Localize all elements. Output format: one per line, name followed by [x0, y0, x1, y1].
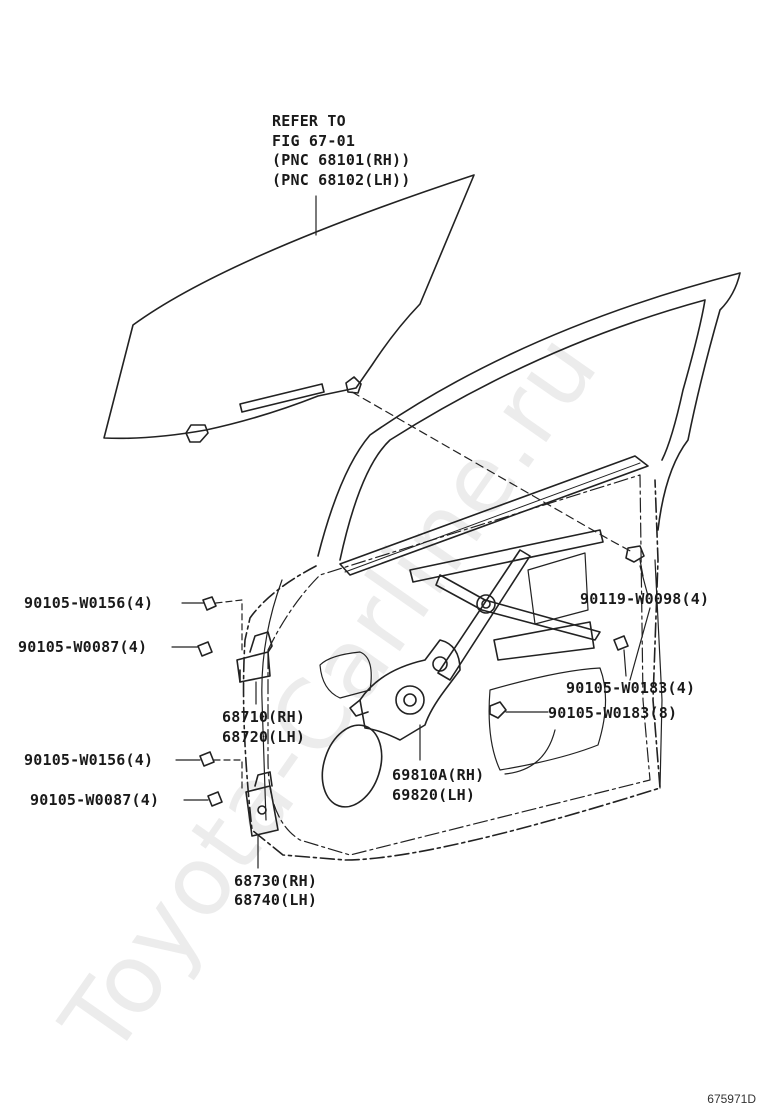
part-label-hinge-lower-rh: 68730(RH) — [234, 872, 318, 890]
upper-hinge — [236, 651, 271, 683]
regulator-rail-bottom — [493, 621, 595, 661]
refer-text-line3: (PNC 68101(RH)) — [272, 151, 411, 169]
part-label-regulator-lh: 69820(LH) — [392, 786, 476, 804]
regulator-arm-1 — [435, 574, 601, 641]
bolt-f-leader — [623, 649, 627, 677]
door-rear-edge — [654, 559, 663, 789]
door-glass — [103, 174, 475, 440]
lower-hinge — [245, 785, 279, 837]
bolt-g-part — [489, 701, 507, 719]
access-hole-upper — [319, 651, 372, 699]
refer-text-line1: REFER TO — [272, 112, 346, 130]
lower-bolt-c-part — [199, 751, 215, 767]
lower-bolt-d-part — [207, 791, 223, 807]
door-sash-outer — [317, 272, 741, 557]
motor-gear — [395, 685, 425, 715]
door-shell-outline — [242, 479, 661, 861]
part-label-hinge-lower-lh: 68740(LH) — [234, 891, 318, 909]
part-label-bolt-g: 90105-W0183(8) — [548, 704, 678, 722]
part-label-bolt-f: 90105-W0183(4) — [566, 679, 696, 697]
glass-channel — [239, 383, 325, 413]
door-sash-inner — [339, 299, 706, 561]
door-belt-line — [344, 462, 641, 573]
glass-clip-right — [345, 376, 362, 394]
regulator-pivot — [476, 594, 496, 614]
regulator-arm-2 — [437, 549, 531, 681]
part-label-bolt-e: 90119-W0098(4) — [580, 590, 710, 608]
part-label-regulator-rh: 69810A(RH) — [392, 766, 485, 784]
glass-clip-left — [185, 424, 209, 443]
part-label-bolt-b: 90105-W0087(4) — [18, 638, 148, 656]
door-hinge-edge — [261, 579, 283, 821]
regulator-rail-top — [409, 529, 604, 583]
bolt-e-part — [625, 545, 645, 563]
access-hole-top-right — [527, 552, 589, 625]
regulator-motor — [359, 639, 461, 741]
figure-number: 675971D — [707, 1092, 756, 1106]
part-label-bolt-a: 90105-W0156(4) — [24, 594, 154, 612]
glass-to-regulator-leader — [351, 391, 635, 554]
upper-bolt-b-part — [197, 641, 213, 657]
part-label-bolt-d: 90105-W0087(4) — [30, 791, 160, 809]
refer-text-line2: FIG 67-01 — [272, 132, 356, 150]
bolt-f-part — [613, 635, 629, 651]
access-hole-right — [488, 667, 607, 771]
refer-text-line4: (PNC 68102(LH)) — [272, 171, 411, 189]
part-label-hinge-upper-lh: 68720(LH) — [222, 728, 306, 746]
upper-bolt-a-part — [202, 596, 217, 611]
bolt-e-leader — [639, 565, 649, 597]
part-label-hinge-upper-rh: 68710(RH) — [222, 708, 306, 726]
part-label-bolt-c: 90105-W0156(4) — [24, 751, 154, 769]
